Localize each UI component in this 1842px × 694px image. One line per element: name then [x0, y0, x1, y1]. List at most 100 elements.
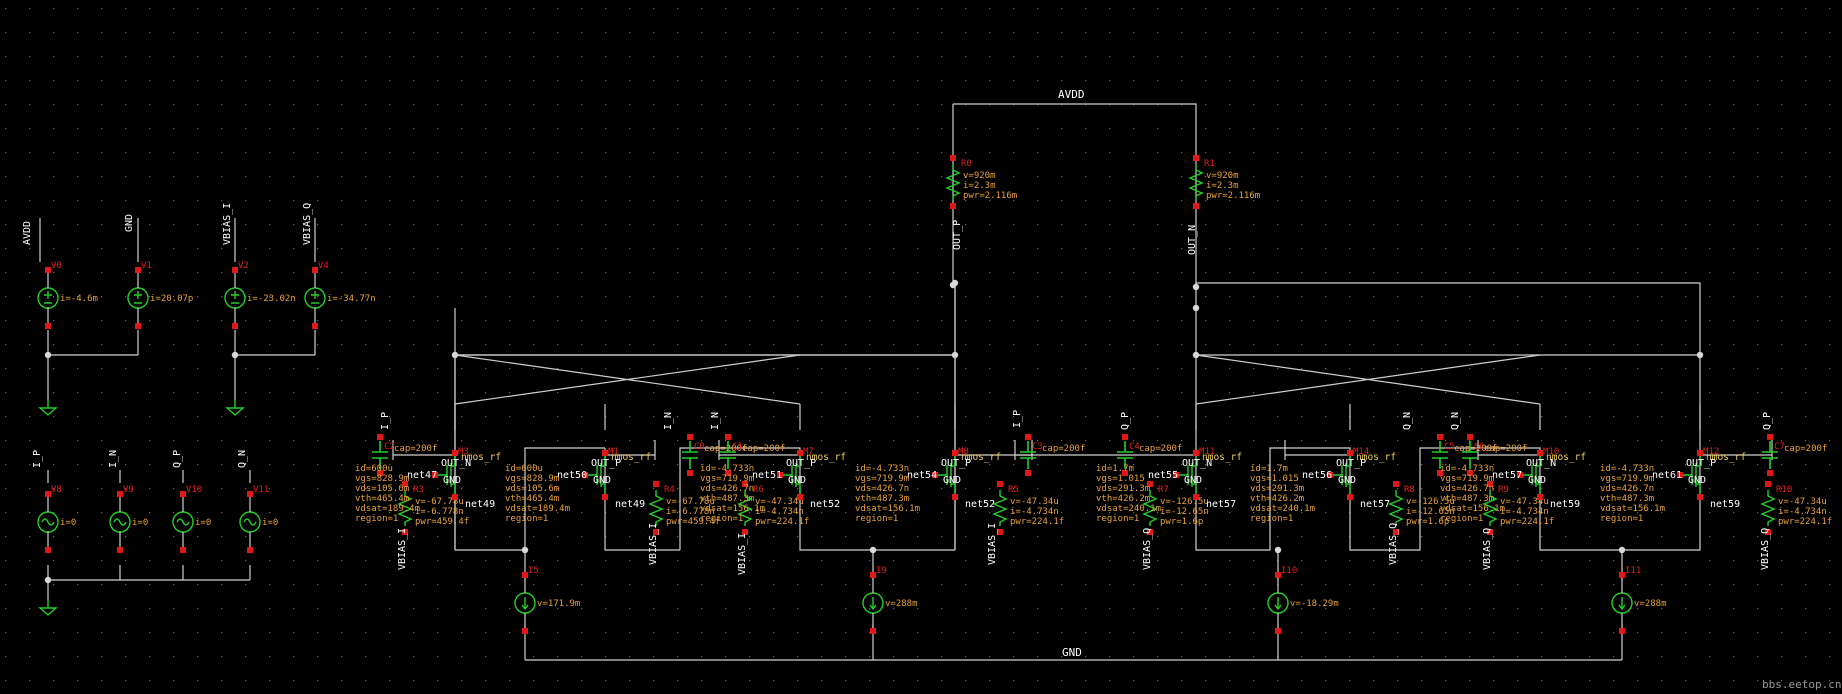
source-pin [602, 494, 608, 500]
terminal-pin [653, 481, 659, 487]
junction-dot [1192, 283, 1200, 291]
parameter: region=1 [700, 514, 743, 524]
parameter: v=-47.34u [1010, 497, 1059, 507]
gate-net-label: net57 [1492, 470, 1522, 481]
parameter: vgs=1.015 [1096, 474, 1145, 484]
model-name: nmos_rf [1356, 452, 1396, 463]
ac-wave-icon [176, 518, 190, 526]
source-v0: V0i=-4.6m [37, 261, 98, 329]
instance-name: V2 [238, 261, 249, 271]
gate-pin [1517, 472, 1523, 478]
component-symbols: V0i=-4.6mV1i=20.07pV2i=-23.02nV4i=-34.77… [37, 155, 1832, 634]
parameter: id=-4.733n [1440, 464, 1494, 474]
terminal-pin [402, 529, 408, 535]
terminal-pin [870, 572, 876, 578]
terminal-pin [402, 481, 408, 487]
parameter: vdsat=240.1m [1096, 504, 1161, 514]
gate-pin [582, 472, 588, 478]
terminal-pin [232, 267, 238, 273]
transistor-m10: M10nmos_rfOUT_NGNDnet57net59id=-4.733nvg… [1440, 447, 1586, 524]
net-label: VBIAS_I [987, 523, 998, 565]
parameter: id=-4.733n [855, 464, 909, 474]
parameter: vdsat=156.1m [855, 504, 920, 514]
nmos-symbol [1520, 453, 1541, 497]
plus-minus-icon [311, 291, 319, 304]
gate-pin [1173, 472, 1179, 478]
wire-segment [524, 447, 605, 550]
resistor-zigzag [1188, 164, 1204, 200]
source-pin [1193, 494, 1199, 500]
parameter: i=-4.734n [1010, 507, 1059, 517]
watermark: bbs.eetop.cn [1762, 678, 1841, 691]
source-node-label: net49 [615, 499, 645, 510]
parameter: pwr=224.1f [1500, 517, 1554, 527]
parameter: pwr=1.6p [1160, 517, 1203, 527]
net-label: Q_N [1450, 412, 1461, 430]
ac-wave-icon [243, 518, 257, 526]
parameter: i=0 [60, 518, 76, 528]
source-pin [1347, 494, 1353, 500]
net-label: I_P [1012, 410, 1023, 428]
model-name: nmos_rf [1546, 452, 1586, 463]
terminal-pin [522, 572, 528, 578]
parameter: i=-12.65n [1160, 507, 1209, 517]
instance-name: C1 [732, 442, 743, 452]
terminal-pin [312, 267, 318, 273]
source-net-label: GND [943, 475, 961, 486]
source-net-label: GND [1528, 475, 1546, 486]
junction-dot [951, 279, 959, 287]
net-label: Q_P [1762, 412, 1773, 430]
model-name: nmos_rf [611, 452, 651, 463]
source-node-label: net59 [1550, 499, 1580, 510]
instance-name: V1 [141, 261, 152, 271]
resistor-zigzag [1142, 490, 1158, 526]
drain-net-label: OUT_P [941, 458, 971, 469]
gate-net-label: net54 [907, 470, 937, 481]
parameter: cap=200f [1454, 444, 1497, 454]
parameter: cap=200f [704, 444, 747, 454]
parameter: vds=291.3m [1096, 484, 1150, 494]
wire-segment [392, 440, 1286, 460]
parameter: i=-6.778n [415, 507, 464, 517]
parameter: cap=200f [742, 444, 785, 454]
net-label: OUT_P [952, 220, 963, 250]
source-v1: V1i=20.07p [127, 261, 193, 329]
transistor-m3: M3nmos_rfOUT_NGNDnet47net49id=600uvgs=82… [355, 447, 501, 524]
terminal-pin [1122, 434, 1128, 440]
net-label: VBIAS_I [222, 203, 233, 245]
gate-pin [932, 472, 938, 478]
parameter: vds=105.6m [355, 484, 409, 494]
plus-minus-icon [44, 291, 52, 304]
terminal-pin [742, 481, 748, 487]
instance-name: V8 [51, 485, 62, 495]
parameter: i=2.3m [963, 181, 996, 191]
junction-dot [231, 351, 239, 359]
instance-name: R7 [1158, 485, 1169, 495]
wire-segment [1195, 354, 1541, 405]
source-net-label: GND [1688, 475, 1706, 486]
instance-name: M1 [608, 447, 619, 457]
terminal-pin [1193, 155, 1199, 161]
plus-minus-icon [231, 291, 239, 304]
parameter: vth=426.2m [1250, 494, 1304, 504]
terminal-pin [377, 434, 383, 440]
net-label: Q_N [237, 450, 248, 468]
parameter: id=600u [505, 464, 543, 474]
parameter: vgs=719.9m [1440, 474, 1494, 484]
wire-segment [454, 354, 801, 405]
terminal-pin [1487, 529, 1493, 535]
net-label: I_P [32, 450, 43, 468]
gate-pin [777, 472, 783, 478]
terminal-pin [45, 267, 51, 273]
drain-pin [1347, 450, 1353, 456]
net-label: I_N [710, 412, 721, 430]
parameter: region=1 [1600, 514, 1643, 524]
